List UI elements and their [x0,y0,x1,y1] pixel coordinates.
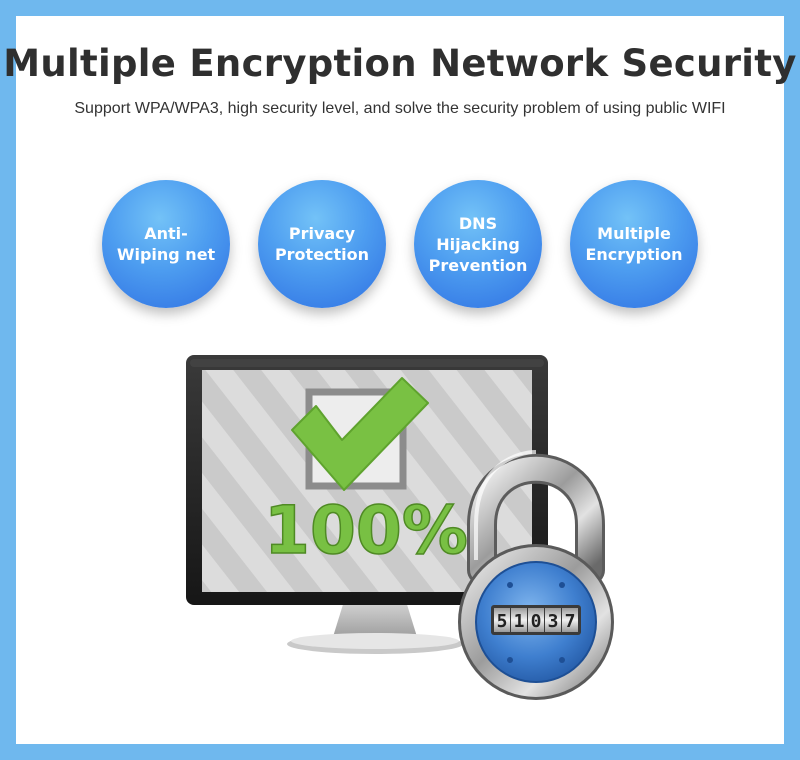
feature-label: DNS Hijacking Prevention [428,213,528,275]
feature-anti-wiping-net: Anti- Wiping net [102,180,230,308]
feature-label: Multiple Encryption [585,224,683,264]
padlock-digit: 1 [514,611,525,632]
page-subtitle: Support WPA/WPA3, high security level, a… [74,100,726,117]
padlock-digit: 3 [548,611,559,632]
feature-dns-hijacking-prevention: DNS Hijacking Prevention [414,180,542,308]
monitor-icon: 100% [186,355,548,654]
padlock-digits: 5 1 0 3 7 [494,608,578,632]
page-title: Multiple Encryption Network Security [3,42,797,85]
feature-label: Privacy Protection [274,224,370,264]
checkmark-icon [291,377,429,491]
feature-privacy-protection: Privacy Protection [258,180,386,308]
padlock-digit: 7 [565,611,576,632]
monitor-percent-text: 100% [264,492,468,569]
padlock-digit: 5 [497,611,508,632]
padlock-icon: 5 1 0 3 7 [458,450,614,700]
feature-multiple-encryption: Multiple Encryption [570,180,698,308]
padlock-digit: 0 [531,611,542,632]
feature-label: Anti- Wiping net [116,224,216,264]
